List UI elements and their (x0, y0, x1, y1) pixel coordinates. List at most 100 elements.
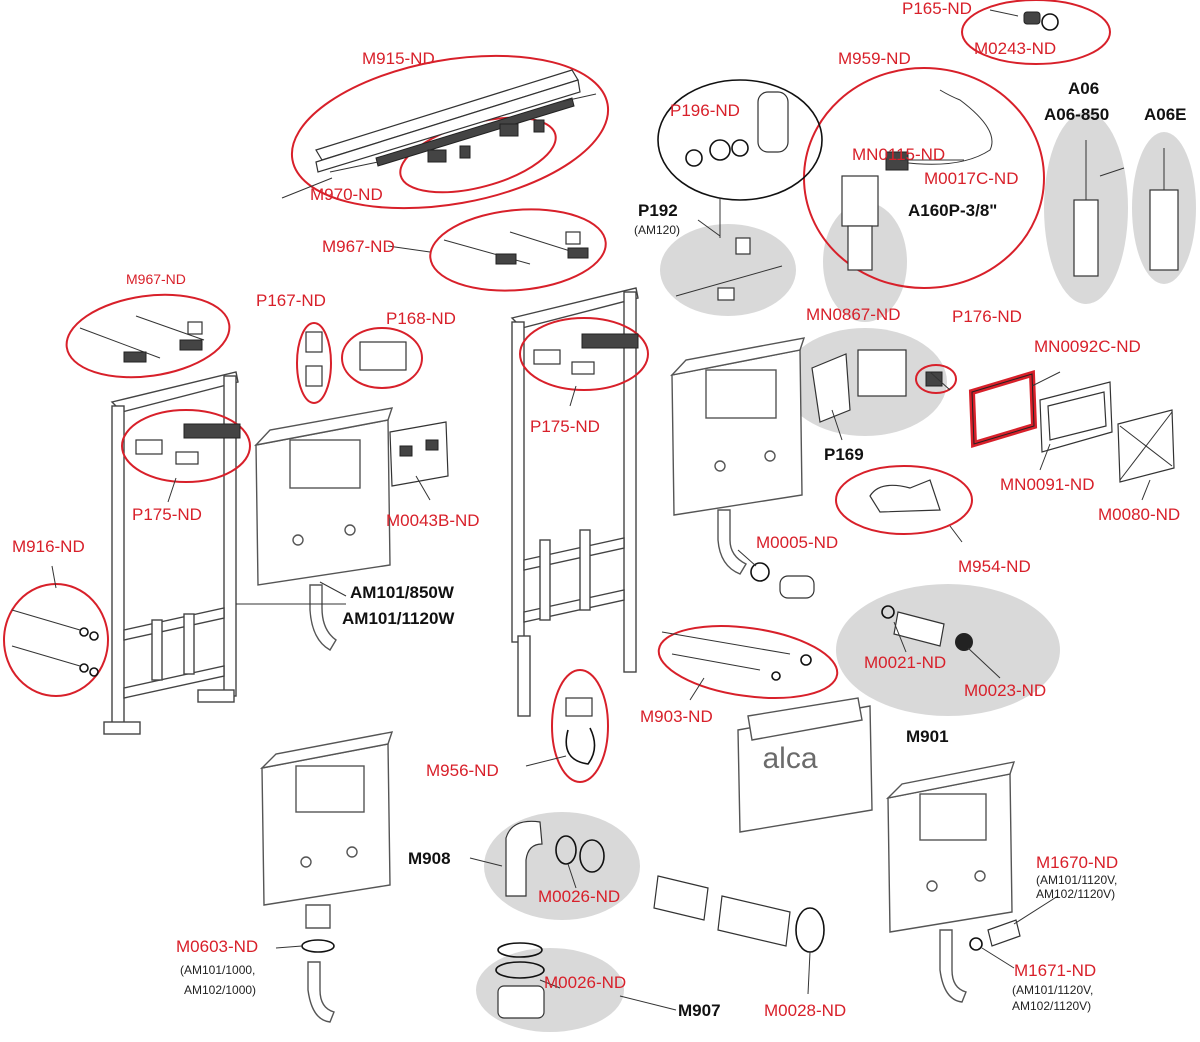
m903-outline (657, 625, 839, 699)
cistern-bottom-right (885, 761, 1016, 1003)
mn0092c-frame (968, 370, 1038, 448)
label-m954: M954-ND (958, 557, 1031, 576)
label-m0080: M0080-ND (1098, 505, 1180, 524)
label-mn0115: MN0115-ND (852, 145, 945, 164)
label-m1671-note2: AM102/1120V) (1012, 999, 1091, 1013)
m0005-parts (750, 562, 815, 599)
p175-mid-outline (519, 317, 649, 391)
p168-outline (341, 327, 423, 389)
label-p168: P168-ND (386, 309, 456, 328)
m956-outline (551, 669, 609, 783)
p175-mid-parts (533, 333, 639, 375)
label-p175-mid: P175-ND (530, 417, 600, 436)
m967-left-outline (65, 293, 231, 379)
label-m901: M901 (906, 727, 949, 746)
p192-parts (675, 237, 783, 301)
label-p167: P167-ND (256, 291, 326, 310)
m967-top-outline (429, 208, 607, 292)
part-labels: P165-ND M0243-ND M959-ND A06 A06-850 A06… (12, 0, 1187, 1020)
label-p175-left: P175-ND (132, 505, 202, 524)
label-m0017c: M0017C-ND (924, 169, 1018, 188)
m970-parts (329, 119, 545, 173)
m0603-parts (301, 939, 335, 953)
p165-part (1023, 11, 1059, 31)
label-m967-top: M967-ND (322, 237, 395, 256)
label-m1670: M1670-ND (1036, 853, 1118, 872)
label-a06: A06 (1068, 79, 1099, 98)
label-p176: P176-ND (952, 307, 1022, 326)
label-m956: M956-ND (426, 761, 499, 780)
p175-left-outline (121, 409, 251, 483)
label-a06e: A06E (1144, 105, 1187, 124)
label-mn0867: MN0867-ND (806, 305, 900, 324)
mn0091-box (1039, 381, 1113, 453)
p167-outline (296, 322, 332, 404)
p169-parts (811, 349, 943, 423)
m0080-gasket (1117, 409, 1175, 483)
label-m0603-note1: (AM101/1000, (180, 963, 255, 977)
m956-clamp (565, 697, 596, 765)
label-m970: M970-ND (310, 185, 383, 204)
alca-protective-box (737, 697, 873, 833)
label-m908: M908 (408, 849, 451, 868)
label-p196: P196-ND (670, 101, 740, 120)
m954-part (869, 479, 941, 513)
p175-left-parts (135, 423, 241, 465)
label-m0603: M0603-ND (176, 937, 258, 956)
p196-parts (685, 91, 789, 238)
cistern-bottom-left (259, 731, 394, 1023)
label-m1670-note2: AM102/1120V) (1036, 887, 1115, 901)
p165-m0243-outline (961, 0, 1111, 65)
alca-logo: alca (762, 742, 817, 775)
label-p169: P169 (824, 445, 864, 464)
label-a06-850: A06-850 (1044, 105, 1109, 124)
label-a160p: A160P-3/8" (908, 201, 997, 220)
label-mn0092c: MN0092C-ND (1034, 337, 1141, 356)
middle-installation-frame (510, 287, 639, 717)
label-m0005: M0005-ND (756, 533, 838, 552)
label-m1671: M1671-ND (1014, 961, 1096, 980)
cistern-top-middle (254, 407, 394, 651)
label-p192-note: (AM120) (634, 223, 680, 237)
left-installation-frame (103, 371, 239, 735)
m907-parts (495, 942, 545, 1019)
label-m0043b: M0043B-ND (386, 511, 480, 530)
label-m1670-note1: (AM101/1120V, (1036, 873, 1117, 887)
label-p192: P192 (638, 201, 678, 220)
label-m0243: M0243-ND (974, 39, 1056, 58)
p167-part (305, 331, 323, 387)
m916-parts (11, 609, 99, 677)
m901-parts (881, 605, 973, 651)
p192-group-bg (660, 224, 796, 316)
label-m0603-note2: AM102/1000) (184, 983, 256, 997)
label-m0028: M0028-ND (764, 1001, 846, 1020)
label-m915: M915-ND (362, 49, 435, 68)
label-am101-1120w: AM101/1120W (342, 609, 455, 628)
m967-left-parts (79, 315, 205, 363)
label-m0023: M0023-ND (964, 681, 1046, 700)
m915-rails (315, 69, 597, 173)
m0028-parts (653, 875, 825, 953)
label-am101-850w: AM101/850W (350, 583, 455, 602)
m959-valve (841, 89, 993, 271)
m916-outline (3, 583, 109, 697)
p176-outline (915, 364, 957, 394)
m954-outline (835, 465, 973, 535)
leader-lines (51, 9, 1151, 1011)
m908-parts (505, 820, 605, 897)
label-m967-left: M967-ND (126, 271, 186, 287)
label-m0026-a: M0026-ND (538, 887, 620, 906)
label-mn0091: MN0091-ND (1000, 475, 1094, 494)
m967-top-parts (443, 231, 589, 265)
label-m907: M907 (678, 1001, 721, 1020)
m903-rods (661, 631, 812, 681)
label-m0021: M0021-ND (864, 653, 946, 672)
m915-outline (290, 54, 610, 210)
p168-part (359, 341, 407, 371)
label-m959: M959-ND (838, 49, 911, 68)
label-m903: M903-ND (640, 707, 713, 726)
m1670-m1671-parts (969, 919, 1021, 951)
m0043b-part (389, 421, 449, 487)
